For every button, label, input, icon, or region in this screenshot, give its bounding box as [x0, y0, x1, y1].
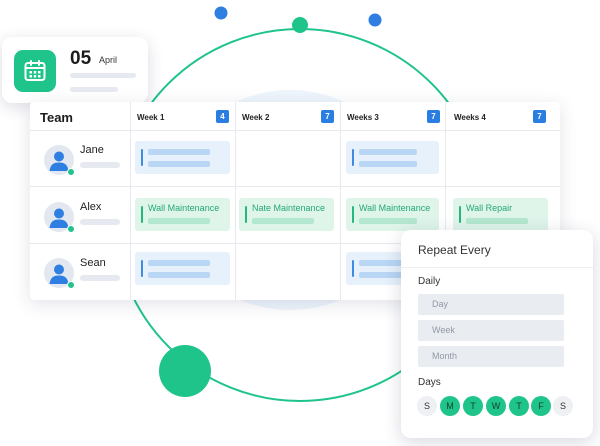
member-name-sean: Sean	[80, 257, 106, 269]
task-card-sean-week1[interactable]	[135, 252, 230, 285]
orbit-dot-green-large	[159, 345, 211, 397]
task-card-alex-week4[interactable]: Wall Repair	[453, 198, 548, 231]
orbit-dot-green-top	[292, 17, 308, 33]
placeholder-line	[80, 219, 120, 225]
week-2-count-badge: 7	[321, 110, 334, 123]
week-4-count-badge: 7	[533, 110, 546, 123]
repeat-option-day[interactable]: Day	[418, 294, 564, 315]
repeat-every-title: Repeat Every	[418, 243, 491, 257]
days-label: Days	[418, 377, 441, 388]
task-card-jane-week3[interactable]	[346, 141, 439, 174]
online-status-dot	[67, 168, 75, 176]
placeholder-line	[80, 162, 120, 168]
daily-label: Daily	[418, 276, 441, 287]
week-header-1: Week 1	[137, 113, 165, 122]
task-title: Wall Repair	[466, 203, 513, 213]
week-3-count-badge: 7	[427, 110, 440, 123]
avatar-jane	[44, 145, 75, 176]
task-title: Nate Maintenance	[252, 203, 326, 213]
avatar-sean	[44, 258, 75, 289]
day-toggle-thursday[interactable]: T	[509, 396, 529, 416]
placeholder-line	[80, 275, 120, 281]
placeholder-line	[70, 87, 118, 92]
member-name-jane: Jane	[80, 144, 104, 156]
week-header-3: Weeks 3	[347, 113, 379, 122]
week-header-2: Week 2	[242, 113, 270, 122]
day-toggle-monday[interactable]: M	[440, 396, 460, 416]
user-icon	[49, 151, 69, 171]
task-card-alex-week3[interactable]: Wall Maintenance	[346, 198, 439, 231]
placeholder-line	[70, 73, 136, 78]
week-1-count-badge: 4	[216, 110, 229, 123]
day-toggle-friday[interactable]: F	[531, 396, 551, 416]
task-card-jane-week1[interactable]	[135, 141, 230, 174]
online-status-dot	[67, 225, 75, 233]
task-card-alex-week2[interactable]: Nate Maintenance	[239, 198, 334, 231]
orbit-dot-blue-left	[214, 6, 228, 20]
user-icon	[49, 264, 69, 284]
task-title: Wall Maintenance	[359, 203, 431, 213]
online-status-dot	[67, 281, 75, 289]
calendar-icon	[14, 50, 56, 92]
avatar-alex	[44, 202, 75, 233]
task-card-alex-week1[interactable]: Wall Maintenance	[135, 198, 230, 231]
schedule-table: Team Week 1 4 Week 2 7 Weeks 3 7 Weeks 4…	[30, 102, 560, 300]
user-icon	[49, 208, 69, 228]
divider	[401, 267, 593, 268]
date-month: April	[99, 55, 118, 65]
date-card: 05 April	[2, 37, 148, 103]
member-name-alex: Alex	[80, 201, 102, 213]
date-day: 05	[70, 48, 92, 69]
team-header: Team	[40, 110, 73, 125]
repeat-option-week[interactable]: Week	[418, 320, 564, 341]
repeat-every-panel: Repeat Every Daily Day Week Month Days S…	[401, 230, 593, 438]
task-title: Wall Maintenance	[148, 203, 220, 213]
day-toggle-tuesday[interactable]: T	[463, 396, 483, 416]
week-header-4: Weeks 4	[454, 113, 486, 122]
day-toggle-sunday[interactable]: S	[417, 396, 437, 416]
day-toggle-saturday[interactable]: S	[553, 396, 573, 416]
repeat-option-month[interactable]: Month	[418, 346, 564, 367]
orbit-dot-blue-right	[368, 13, 382, 27]
day-toggle-wednesday[interactable]: W	[486, 396, 506, 416]
